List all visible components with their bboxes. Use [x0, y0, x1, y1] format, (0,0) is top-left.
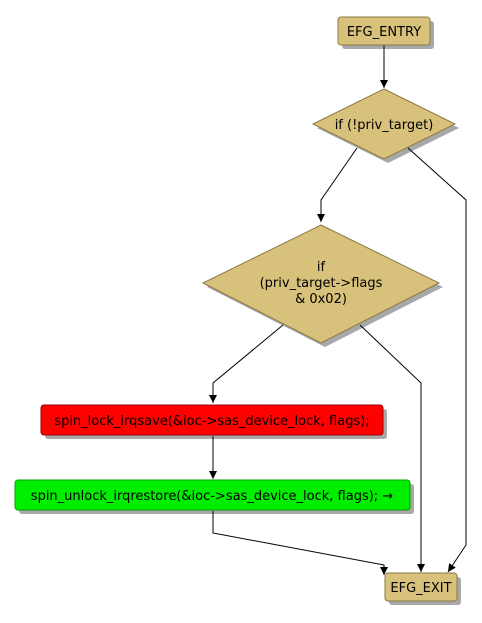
cond1-label: if (!priv_target)	[335, 118, 434, 133]
lock-label: spin_lock_irqsave(&ioc->sas_device_lock,…	[54, 414, 369, 429]
edge-cond2-to-lock	[209, 324, 284, 403]
node-lock: spin_lock_irqsave(&ioc->sas_device_lock,…	[40, 404, 384, 436]
unlock-label: spin_unlock_irqrestore(&ioc->sas_device_…	[31, 489, 394, 504]
edge-cond1-to-exit	[407, 147, 467, 573]
edges	[209, 45, 467, 575]
exit-label: EFG_EXIT	[390, 581, 451, 596]
node-exit: EFG_EXIT	[384, 572, 458, 602]
edge-unlock-to-exit	[212, 511, 388, 575]
node-unlock: spin_unlock_irqrestore(&ioc->sas_device_…	[14, 479, 411, 511]
edge-cond2-to-exit	[359, 324, 425, 572]
cond2-line3: & 0x02)	[295, 292, 347, 307]
cond2-line2: (priv_target->flags	[260, 276, 383, 291]
node-cond2: if (priv_target->flags & 0x02)	[201, 224, 441, 344]
entry-label: EFG_ENTRY	[347, 25, 421, 40]
node-cond1: if (!priv_target)	[311, 88, 457, 160]
cond2-line1: if	[317, 260, 326, 275]
edge-cond1-to-cond2	[317, 147, 358, 222]
node-entry: EFG_ENTRY	[337, 16, 431, 46]
